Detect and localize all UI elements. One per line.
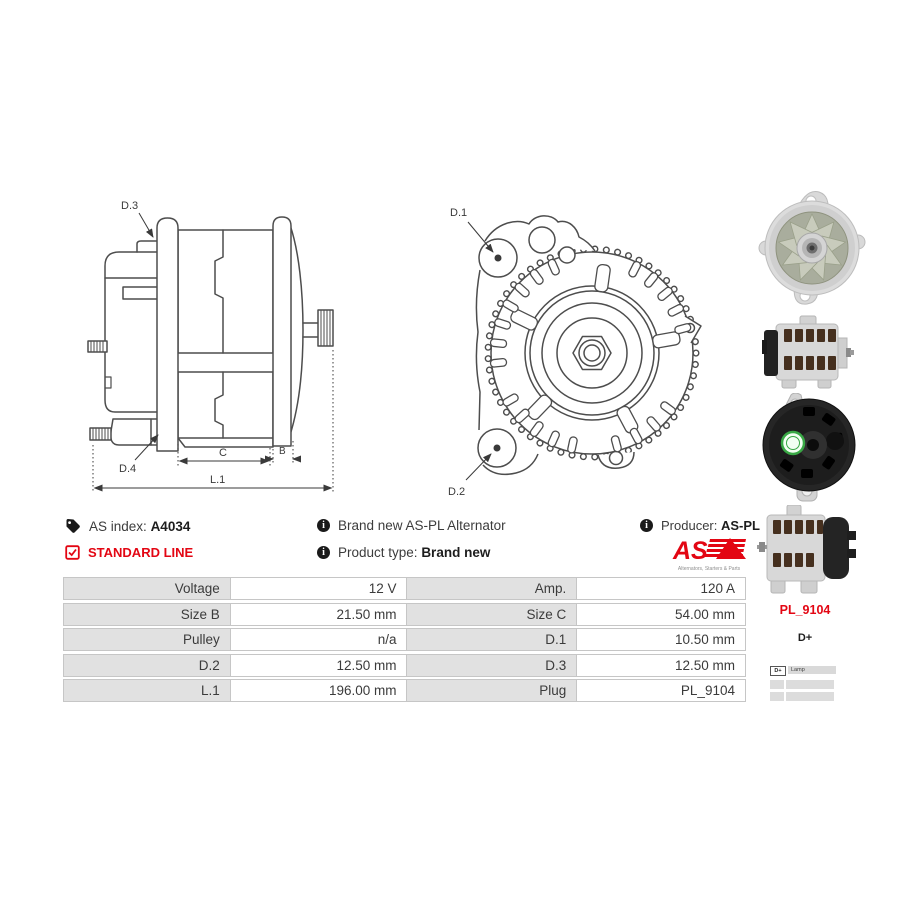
spec-value: n/a [229,628,408,651]
producer-row: i Producer: AS-PL [640,518,760,533]
logo-caption: Alternators, Starters & Parts [677,566,741,572]
dim-label-d3: D.3 [121,200,138,212]
dim-label-b: B [279,446,286,457]
dim-label-d1: D.1 [450,207,467,219]
pin-table-signal-cell: Lamp [788,666,836,674]
as-logo-text: AS [672,537,708,565]
spec-value: 10.50 mm [576,628,746,651]
product-photo-rear[interactable] [757,393,859,503]
as-pl-logo: AS [672,537,746,565]
dim-label-d2: D.2 [448,486,465,498]
tag-icon [65,518,81,534]
spec-value: 120 A [576,577,746,600]
spec-label: Amp. [406,577,578,600]
product-photo-side[interactable] [762,312,854,394]
spec-label: D.3 [406,653,578,677]
pin-table-row [770,680,834,689]
table-row: Pulley n/a D.1 10.50 mm [63,628,746,651]
standard-line-label: STANDARD LINE [88,545,194,560]
spec-label: Pulley [63,628,231,651]
spec-value: 196.00 mm [229,679,408,702]
product-photo-front[interactable] [757,186,869,308]
front-view-drawing: D.1 D.2 [448,207,702,498]
spec-label: Size B [63,602,231,626]
dim-label-c: C [219,447,227,459]
plug-code-label: PL_9104 [779,603,831,617]
spec-label: Voltage [63,577,231,600]
product-description: Brand new AS-PL Alternator [338,518,506,533]
producer-value: AS-PL [721,518,760,533]
spec-value: 12.50 mm [229,653,408,677]
spec-label: D.1 [406,628,578,651]
spec-label: L.1 [63,679,231,702]
spec-label: D.2 [63,653,231,677]
spec-table: Voltage 12 V Amp. 120 A Size B 21.50 mm … [63,577,746,705]
info-icon: i [317,546,330,559]
spec-value: 12 V [229,577,408,600]
info-icon: i [640,519,653,532]
product-photo-side-2[interactable] [757,505,861,597]
producer-label: Producer: [661,518,718,533]
table-row: Voltage 12 V Amp. 120 A [63,577,746,600]
pin-table-header-row: D+ Lamp [770,666,836,676]
checkbox-checked-icon [65,545,80,560]
dim-label-d4: D.4 [119,463,136,475]
side-view-drawing: D.3 D.4 C B L.1 [87,200,334,493]
as-index-value: A4034 [150,518,191,534]
spec-value: 12.50 mm [576,653,746,677]
product-type-row: i Product type: Brand new [317,545,490,560]
spec-value: PL_9104 [576,679,746,702]
pin-table-row [770,692,834,701]
as-index-row: AS index: A4034 [65,518,190,534]
info-icon: i [317,519,330,532]
spec-label: Plug [406,679,578,702]
pin-table-pin-cell: D+ [770,666,786,676]
spec-label: Size C [406,602,578,626]
dim-label-l1: L.1 [210,474,225,486]
as-index-label: AS index: [89,518,147,534]
product-type-value: Brand new [421,545,491,560]
spec-value: 21.50 mm [229,602,408,626]
table-row: L.1 196.00 mm Plug PL_9104 [63,679,746,702]
table-row: D.2 12.50 mm D.3 12.50 mm [63,653,746,677]
product-type-label: Product type: [338,545,418,560]
table-row: Size B 21.50 mm Size C 54.00 mm [63,602,746,626]
standard-line-row: STANDARD LINE [65,545,193,560]
description-row: i Brand new AS-PL Alternator [317,518,506,533]
spec-value: 54.00 mm [576,602,746,626]
terminal-label: D+ [797,632,813,644]
